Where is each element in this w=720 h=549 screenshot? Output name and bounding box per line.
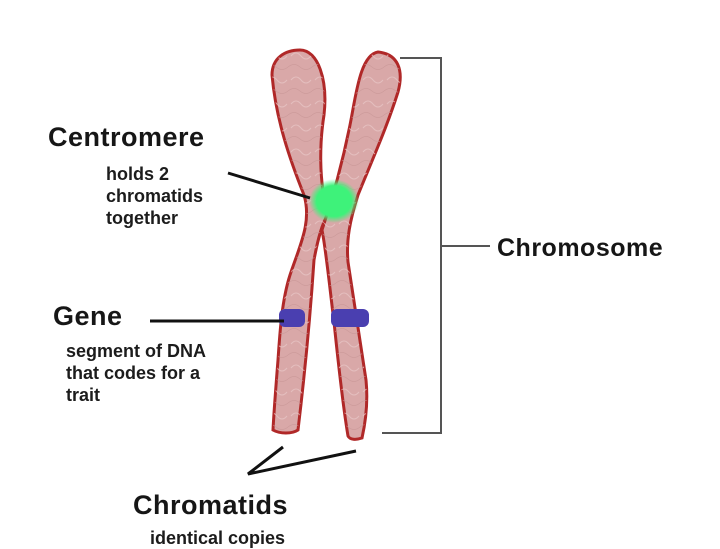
chromosome-body — [270, 48, 402, 441]
chromatids-label: Chromatids — [133, 490, 289, 520]
gene-label: Gene — [53, 301, 123, 331]
gene-band-right — [331, 309, 369, 327]
centromere-description: holds 2 chromatids together — [106, 163, 203, 229]
centromere-description-line: holds 2 — [106, 164, 170, 184]
gene-description-line: that codes for a — [66, 363, 201, 383]
gene-description-line: segment of DNA — [66, 341, 207, 361]
centromere-description-line: together — [106, 208, 178, 228]
gene-description-line: trait — [66, 385, 101, 405]
gene-band-left — [279, 309, 305, 327]
centromere-dot — [309, 179, 359, 223]
centromere-label: Centromere — [48, 122, 205, 152]
chromatids-description: identical copies — [150, 528, 286, 548]
chromatids-leader-lines — [247, 445, 357, 476]
centromere-leader-line — [227, 171, 311, 200]
chromosome-label: Chromosome — [497, 234, 664, 262]
gene-description: segment of DNA that codes for a trait — [66, 340, 206, 406]
centromere-description-line: chromatids — [106, 186, 204, 206]
